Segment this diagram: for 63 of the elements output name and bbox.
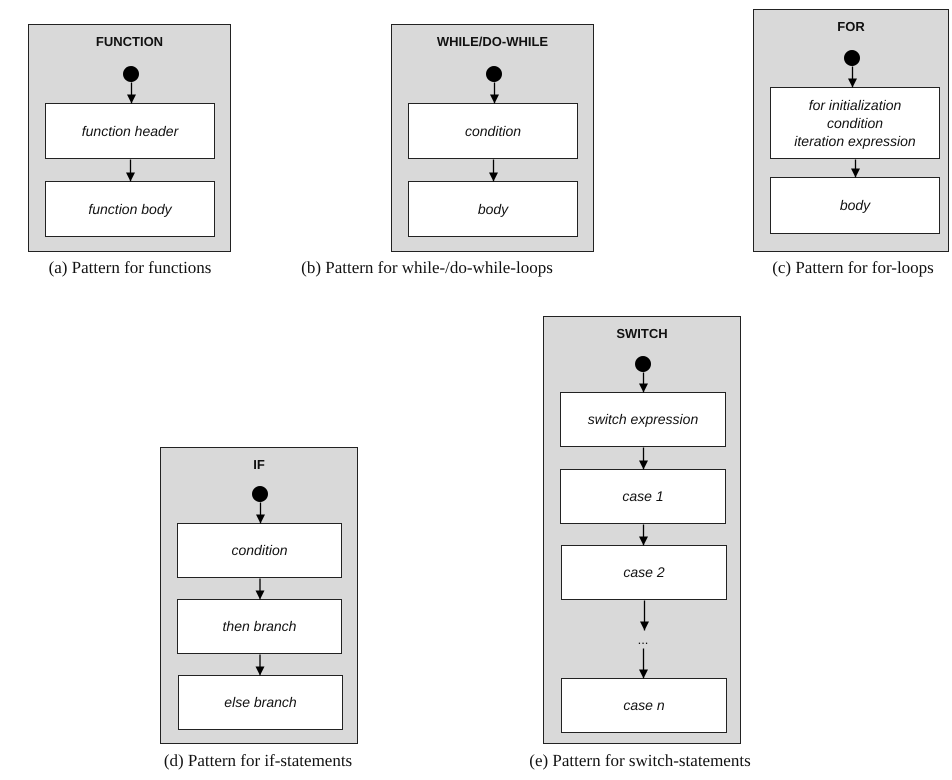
figure-caption: (c) Pattern for for-loops <box>772 258 934 278</box>
arrow <box>256 578 264 600</box>
arrow <box>848 66 857 88</box>
arrow <box>256 654 264 676</box>
arrow <box>639 524 648 546</box>
panel-heading: FOR <box>836 19 866 34</box>
figure-caption: (b) Pattern for while-/do-while-loops <box>301 258 553 278</box>
step-box <box>561 678 727 733</box>
start-dot <box>844 50 860 66</box>
ellipsis-text: ... <box>628 630 658 648</box>
step-text: case n <box>623 696 665 715</box>
start-dot <box>123 66 139 82</box>
step-box <box>177 523 342 578</box>
step-text: function body <box>88 200 172 218</box>
figure-caption: (a) Pattern for functions <box>48 258 212 278</box>
step-text: function header <box>82 122 178 140</box>
start-dot <box>252 486 268 502</box>
arrow <box>127 82 136 104</box>
start-dot <box>635 356 651 372</box>
step-text: condition <box>231 541 288 560</box>
step-text: body <box>840 196 870 215</box>
step-box <box>561 545 727 600</box>
step-box <box>45 103 215 159</box>
step-box <box>560 469 726 524</box>
pattern-panel <box>160 447 358 744</box>
panel-heading: SWITCH <box>615 326 669 341</box>
step-box <box>177 599 342 654</box>
step-box <box>770 177 940 234</box>
arrow <box>489 160 498 182</box>
step-box <box>770 87 940 159</box>
step-text: then branch <box>222 617 296 636</box>
arrow <box>490 82 499 104</box>
figure-caption: (e) Pattern for switch-statements <box>529 751 751 771</box>
figure-caption: (d) Pattern for if-statements <box>164 751 352 771</box>
pattern-panel <box>543 316 741 744</box>
arrow <box>640 600 649 630</box>
step-text: case 1 <box>622 487 664 506</box>
step-box <box>45 181 215 237</box>
step-text: else branch <box>224 693 297 712</box>
panel-heading: FUNCTION <box>94 34 164 49</box>
step-box <box>408 103 578 159</box>
step-box <box>178 675 343 730</box>
arrow <box>256 502 265 524</box>
step-text: iteration expression <box>794 132 916 150</box>
step-text: condition <box>826 114 884 132</box>
step-text: switch expression <box>588 410 698 429</box>
step-text: body <box>478 200 508 218</box>
start-dot <box>486 66 502 82</box>
step-text: for initialization <box>808 96 902 114</box>
step-box <box>560 392 726 447</box>
pattern-panel <box>753 9 949 252</box>
arrow <box>851 160 860 178</box>
panel-heading: WHILE/DO-WHILE <box>436 34 550 49</box>
step-text: case 2 <box>623 563 665 582</box>
arrow <box>639 448 648 470</box>
pattern-panel <box>28 24 231 252</box>
arrow <box>639 648 648 678</box>
step-text: condition <box>464 122 522 140</box>
step-box <box>408 181 578 237</box>
panel-heading: IF <box>252 457 266 472</box>
arrow <box>639 372 648 392</box>
pattern-panel <box>391 24 594 252</box>
arrow <box>126 160 135 182</box>
